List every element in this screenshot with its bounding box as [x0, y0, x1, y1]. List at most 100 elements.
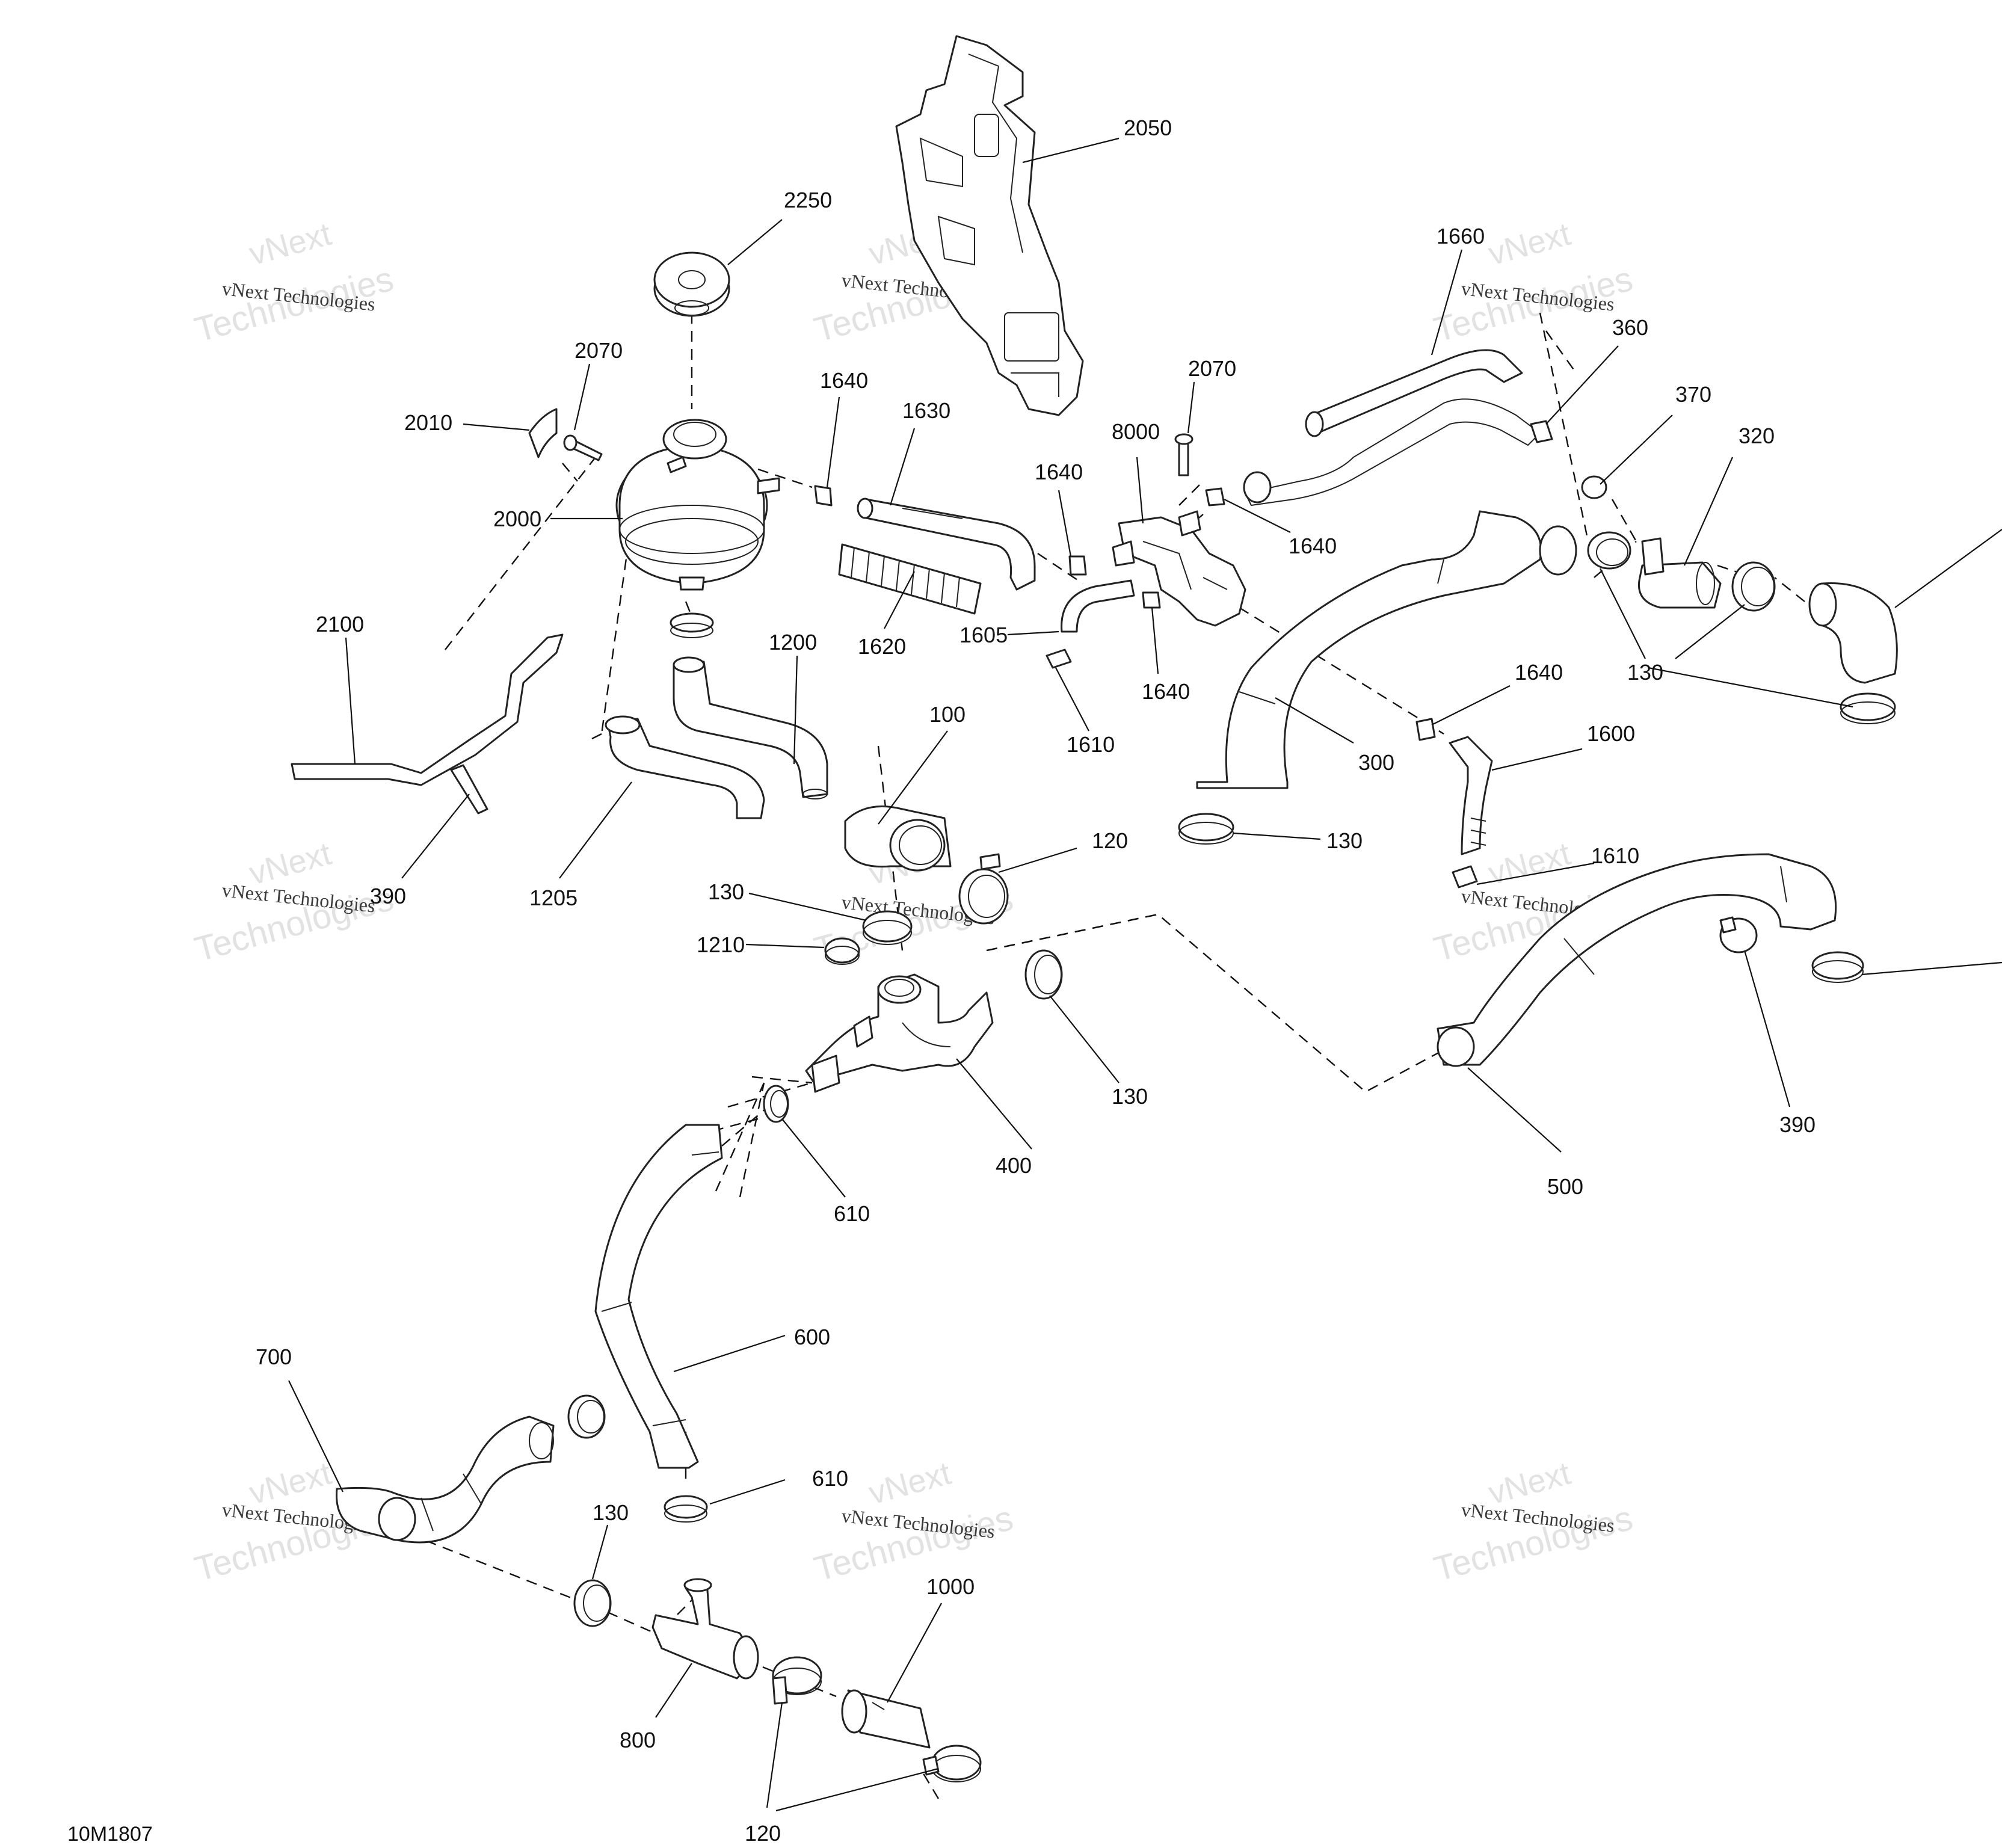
callout-390-b: 390: [1779, 1112, 1816, 1137]
elbow-right: [1808, 582, 1898, 684]
callout-2000: 2000: [493, 507, 541, 531]
callout-400: 400: [996, 1153, 1032, 1178]
hose-300: [1196, 510, 1577, 789]
clamp-610-a: [763, 1085, 789, 1123]
clamp-610-b: [664, 1495, 708, 1523]
callout-1205: 1205: [529, 886, 578, 910]
callout-100: 100: [929, 702, 966, 727]
thermostat-housing-400: [805, 973, 994, 1093]
clamp-130-h: [1178, 813, 1234, 845]
hose-700: [336, 1415, 555, 1544]
clip-2010: [528, 408, 558, 458]
clamp-130-d: [573, 1579, 612, 1627]
hose-1200: [673, 656, 828, 799]
watermark: vNext Technologies: [191, 216, 398, 350]
clamp-reservoir-bottom: [670, 612, 714, 638]
watermark-line1: vNext: [1485, 836, 1574, 892]
hose-500: [1437, 853, 1837, 1067]
reservoir-2000: [615, 419, 780, 591]
callout-610-a: 610: [834, 1201, 870, 1226]
callout-130-d: 130: [1627, 660, 1663, 685]
callout-1605: 1605: [959, 623, 1008, 647]
clamp-130-c: [567, 1394, 606, 1439]
callout-1640-e: 1640: [1515, 660, 1563, 685]
clamp-130-f: [1731, 561, 1776, 612]
callout-130-b: 130: [1112, 1084, 1148, 1109]
callout-600: 600: [794, 1325, 830, 1349]
callout-130-c: 130: [593, 1500, 629, 1525]
hose-1605: [1061, 579, 1135, 633]
callout-1610-a: 1610: [1067, 732, 1115, 757]
clamp-370: [1581, 475, 1607, 499]
clamp-130-e: [1587, 531, 1631, 570]
clamp-1640-d: [1142, 591, 1161, 609]
watermark-line1: vNext: [1485, 216, 1574, 273]
hose-1205: [605, 715, 765, 819]
bolt-2070-b: [1174, 433, 1194, 476]
callout-360: 360: [1612, 315, 1648, 340]
callout-130-a: 130: [708, 879, 744, 904]
callout-8000: 8000: [1112, 419, 1160, 444]
pipe-2100: [291, 633, 564, 786]
clip-390-a: [450, 764, 488, 815]
callout-1640-b: 1640: [1035, 460, 1083, 484]
hose-1630: [857, 497, 1036, 591]
clamp-1000: [922, 1745, 982, 1782]
elbow-100: [844, 805, 952, 872]
clamp-1640-b: [1068, 555, 1087, 576]
callout-2010: 2010: [404, 410, 452, 435]
callout-120-a: 120: [1092, 828, 1128, 853]
leader-lines: [288, 137, 2002, 1812]
callout-610-b: 610: [812, 1466, 848, 1491]
clamp-far-right: [1811, 951, 1864, 983]
figure-id: 10M1807: [67, 1823, 153, 1846]
callout-700: 700: [256, 1344, 292, 1369]
callout-500: 500: [1547, 1174, 1583, 1199]
parts: [291, 35, 1898, 1782]
clamp-130-b: [1024, 949, 1063, 1000]
callout-1620: 1620: [858, 634, 906, 659]
coupler-1000: [841, 1689, 931, 1749]
clamp-120-b: [772, 1656, 822, 1705]
callout-1210: 1210: [697, 932, 745, 957]
clamp-130-a: [862, 910, 913, 945]
connector-320: [1637, 537, 1722, 609]
cap-2250: [653, 251, 730, 317]
hose-1660: [1243, 349, 1541, 507]
callout-390-a: 390: [370, 884, 406, 908]
callout-2100: 2100: [316, 612, 364, 636]
callout-1640-d: 1640: [1142, 679, 1190, 704]
bolt-2070: [563, 434, 603, 461]
clip-1610-a: [1046, 648, 1072, 669]
tee-800: [651, 1578, 759, 1680]
callout-800: 800: [620, 1728, 656, 1752]
callout-320: 320: [1739, 424, 1775, 448]
clamp-1640-e: [1415, 718, 1436, 741]
watermark-line1: vNext: [865, 1455, 955, 1512]
callout-labels: 2050 2250 2070 2010 2000 1640 1630 1620 …: [256, 116, 1816, 1846]
clamp-360: [1530, 420, 1553, 443]
hose-1600: [1449, 736, 1493, 855]
callout-1630: 1630: [902, 398, 950, 423]
callout-2050: 2050: [1124, 116, 1172, 140]
clip-390-b: [1719, 916, 1758, 953]
callout-1610-b: 1610: [1591, 843, 1639, 868]
callout-2070-a: 2070: [574, 338, 623, 363]
callout-1640-c: 1640: [1289, 534, 1337, 558]
watermark-line1: vNext: [245, 216, 335, 273]
callout-130-e: 130: [1326, 828, 1363, 853]
callout-1660: 1660: [1437, 224, 1485, 248]
callout-370: 370: [1675, 382, 1711, 407]
clamp-1640-a: [814, 485, 833, 507]
valve-8000: [1112, 510, 1246, 627]
callout-1200: 1200: [769, 630, 817, 654]
bracket-2050: [895, 35, 1084, 416]
callout-300: 300: [1358, 750, 1394, 775]
callout-1000: 1000: [926, 1574, 975, 1599]
callout-120-b: 120: [745, 1821, 781, 1846]
clip-1610-b: [1452, 865, 1478, 889]
callout-1600: 1600: [1587, 721, 1635, 746]
clamp-1640-c: [1205, 487, 1225, 507]
callout-2250: 2250: [784, 188, 832, 212]
